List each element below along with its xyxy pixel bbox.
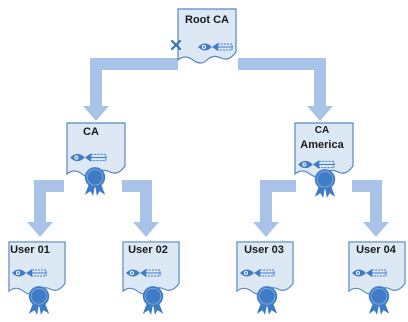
seal-icon	[142, 285, 164, 316]
node-title: Root CA	[185, 14, 229, 26]
seal-icon	[314, 168, 336, 198]
node-user03: User 03	[236, 241, 294, 316]
node-title-line1: CA	[315, 125, 329, 136]
connector-ca-america-to-user03	[253, 180, 296, 237]
connectors	[27, 58, 389, 237]
node-ca: CA	[66, 122, 126, 196]
node-root-ca: Root CA	[170, 8, 237, 64]
seal-icon	[84, 166, 106, 196]
node-title: CA	[83, 126, 99, 138]
cross-icon	[170, 39, 182, 51]
node-user04: User 04	[348, 241, 406, 316]
node-title: User 01	[10, 244, 50, 256]
node-title: User 02	[128, 244, 168, 256]
connector-ca-to-user02	[122, 180, 159, 237]
node-user02: User 02	[122, 241, 180, 316]
connector-ca-america-to-user04	[352, 180, 389, 237]
connector-root-to-ca-america	[238, 58, 333, 121]
node-ca-america: CA America	[294, 122, 354, 198]
node-title: User 03	[244, 244, 284, 256]
connector-root-to-ca	[83, 58, 178, 121]
node-title: User 04	[356, 244, 397, 256]
connector-ca-to-user01	[27, 180, 64, 237]
seal-icon	[368, 285, 390, 316]
seal-icon	[256, 285, 278, 316]
node-user01: User 01	[8, 241, 66, 316]
seal-icon	[28, 285, 50, 316]
node-title-line2: America	[300, 139, 344, 151]
